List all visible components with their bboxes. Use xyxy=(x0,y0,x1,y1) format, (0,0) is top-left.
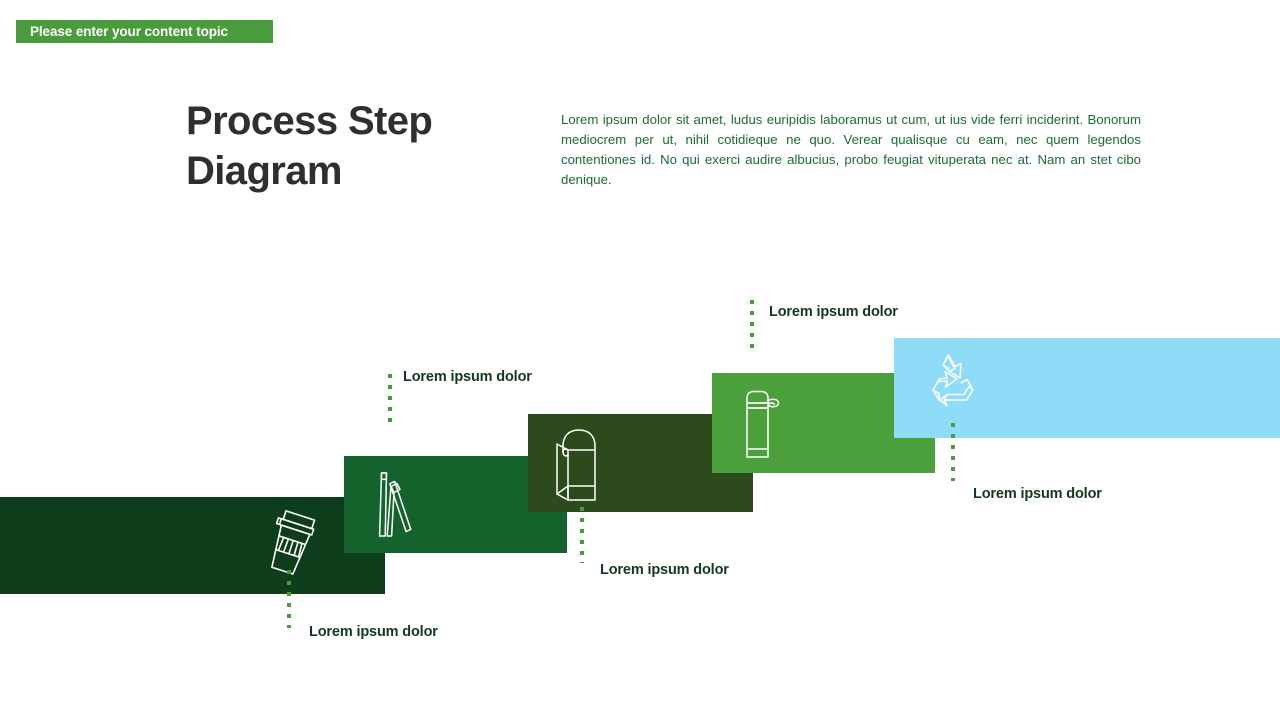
step-bar-1[interactable] xyxy=(0,497,385,594)
step-label-3: Lorem ipsum dolor xyxy=(600,562,729,578)
content-topic-tag[interactable]: Please enter your content topic xyxy=(16,20,273,43)
connector-step-3 xyxy=(580,507,584,563)
intro-paragraph: Lorem ipsum dolor sit amet, ludus euripi… xyxy=(561,112,1141,187)
page-title: Process Step Diagram xyxy=(186,96,546,196)
step-label-4: Lorem ipsum dolor xyxy=(769,304,898,320)
connector-step-5 xyxy=(951,423,955,481)
page-title-line-1: Process Step xyxy=(186,99,433,143)
step-label-2: Lorem ipsum dolor xyxy=(403,369,532,385)
step-label-5: Lorem ipsum dolor xyxy=(973,486,1102,502)
connector-step-4 xyxy=(750,300,754,354)
connector-step-2 xyxy=(388,374,392,426)
page-title-line-2: Diagram xyxy=(186,149,342,193)
connector-step-1 xyxy=(287,570,291,628)
step-label-1: Lorem ipsum dolor xyxy=(309,624,438,640)
